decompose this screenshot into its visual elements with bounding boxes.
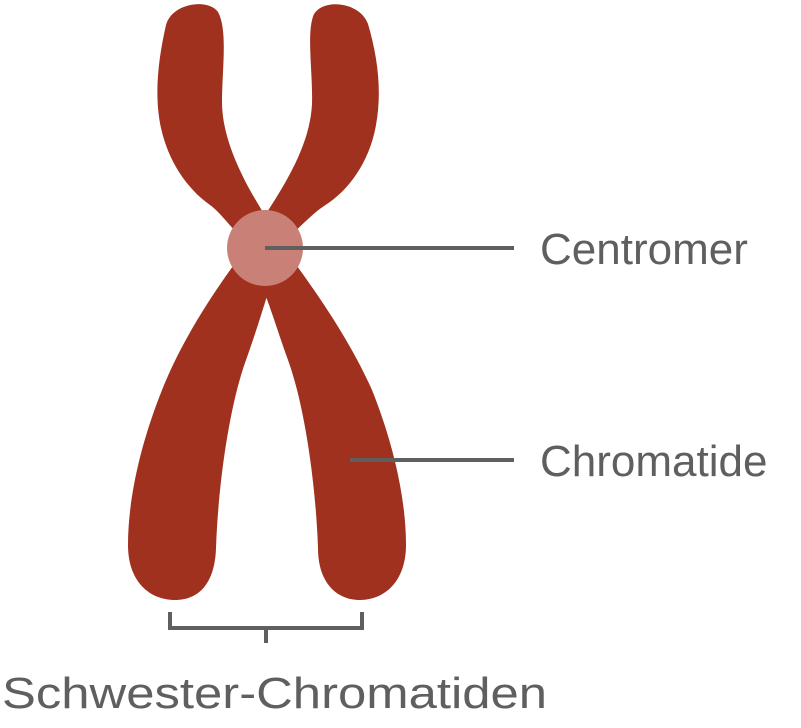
chromatid-arm-lower-left [128, 262, 270, 600]
chromatid-arm-lower-right [262, 262, 406, 600]
chromatid-arm-upper-right [262, 4, 379, 240]
sister-chromatids-bracket [168, 612, 364, 643]
chromosome [128, 4, 406, 600]
centromere-label: Centromer [540, 225, 748, 274]
chromatid-arm-upper-left [157, 4, 268, 241]
sister-chromatids-label: Schwester-Chromatiden [2, 669, 547, 718]
chromatid-label: Chromatide [540, 437, 767, 486]
